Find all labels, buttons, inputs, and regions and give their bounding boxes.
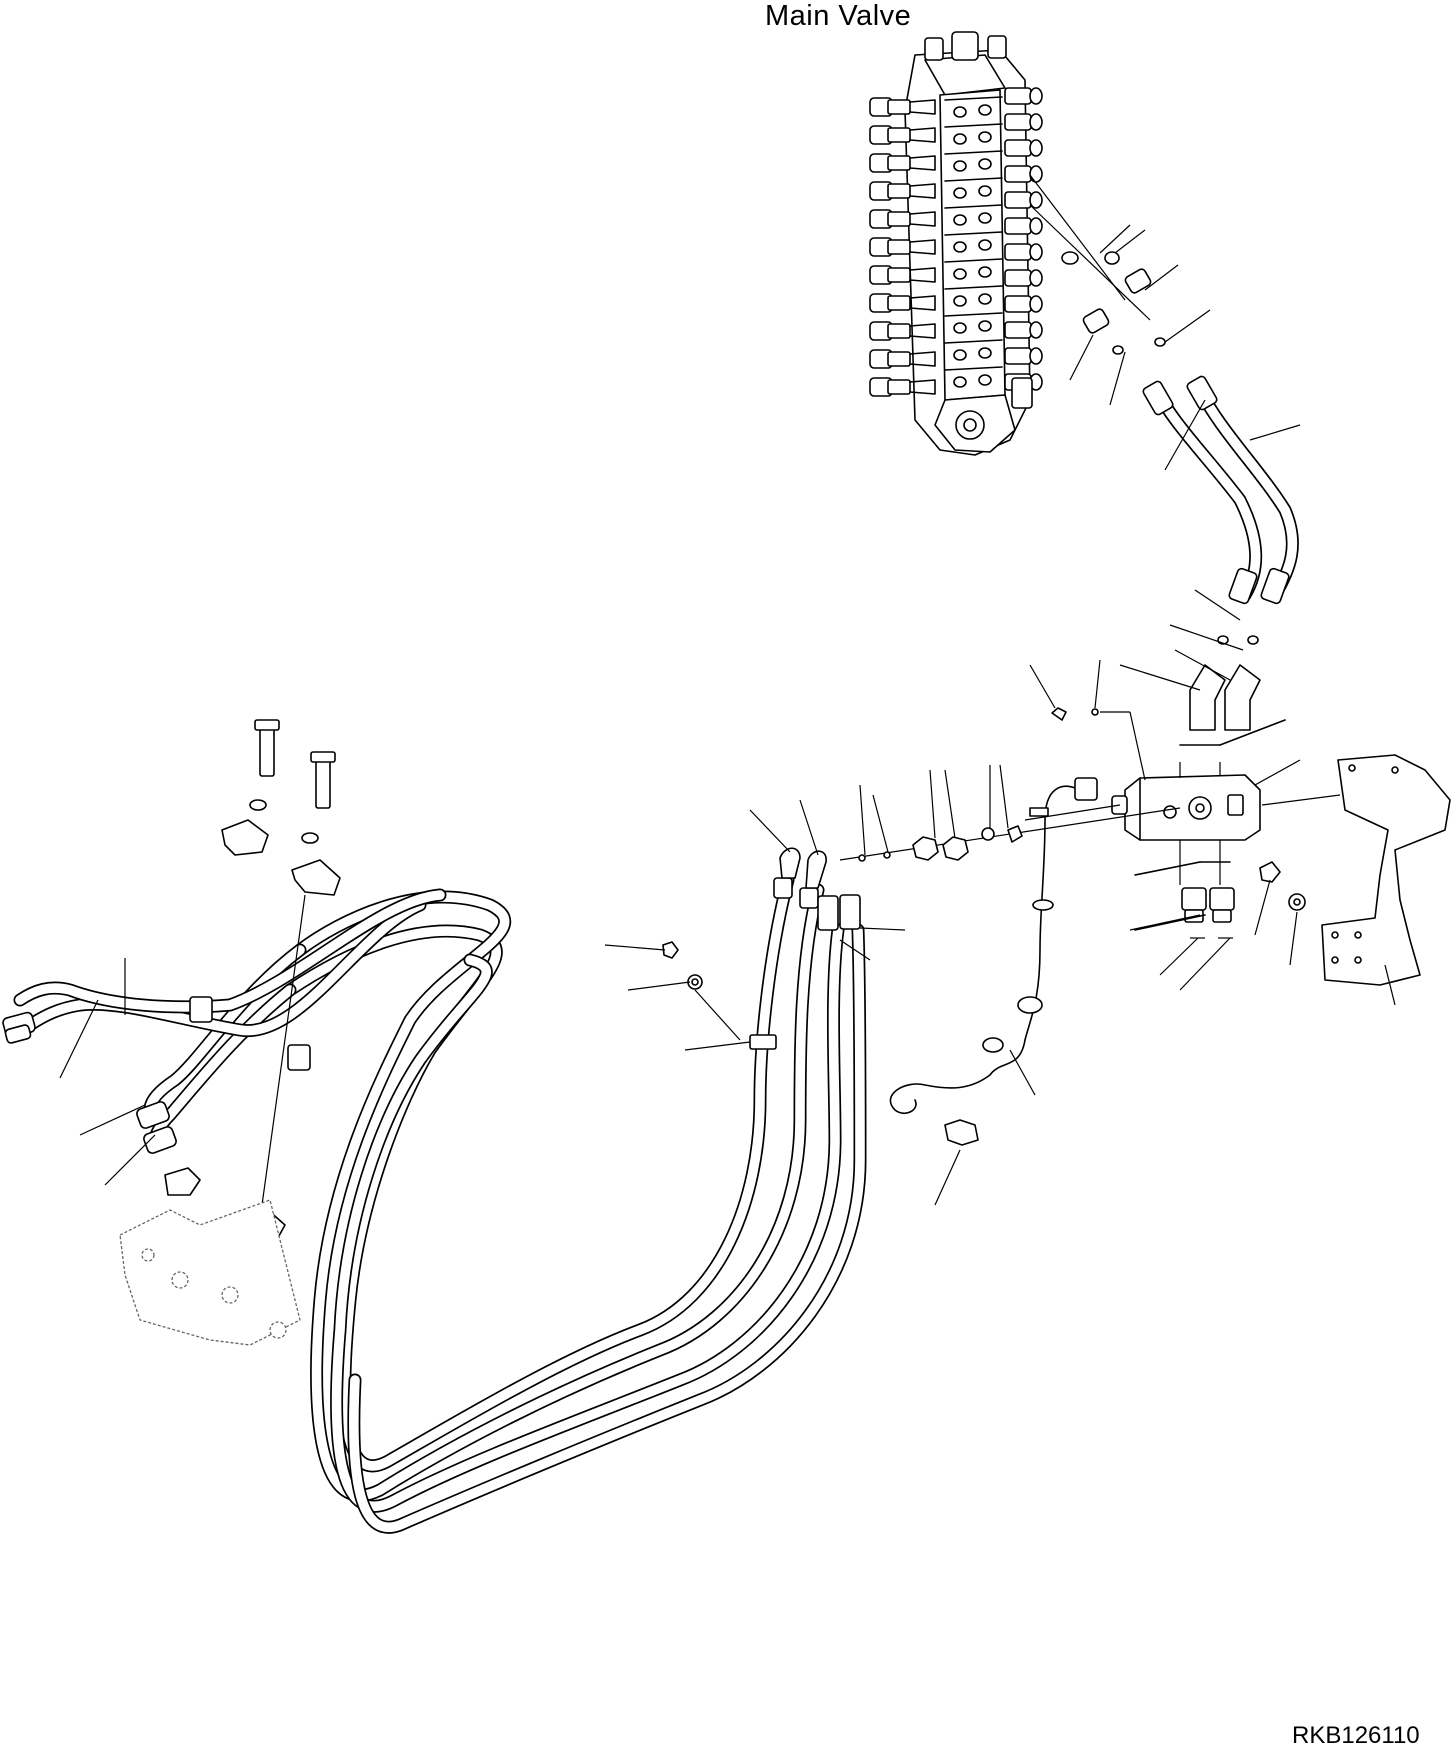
upper-hoses	[1142, 375, 1299, 605]
hose-clamp	[662, 941, 741, 1041]
valve-fittings	[1029, 174, 1166, 355]
solenoid-valve-block	[1111, 762, 1261, 841]
long-hoses	[13, 873, 867, 1534]
leader-lines	[59, 224, 1396, 1206]
middle-fittings	[839, 707, 1181, 862]
drawing-code: RKB126110	[1292, 1722, 1420, 1749]
main-valve	[869, 31, 1043, 456]
block-bracket	[1321, 754, 1451, 986]
block-lower-fittings	[1134, 840, 1306, 939]
clamp-assembly	[119, 719, 341, 1346]
main-valve-label: Main Valve	[765, 0, 912, 32]
wiring-harness	[889, 777, 1098, 1146]
hose-end-fittings	[2, 847, 861, 1154]
block-upper-fittings	[1179, 635, 1286, 746]
